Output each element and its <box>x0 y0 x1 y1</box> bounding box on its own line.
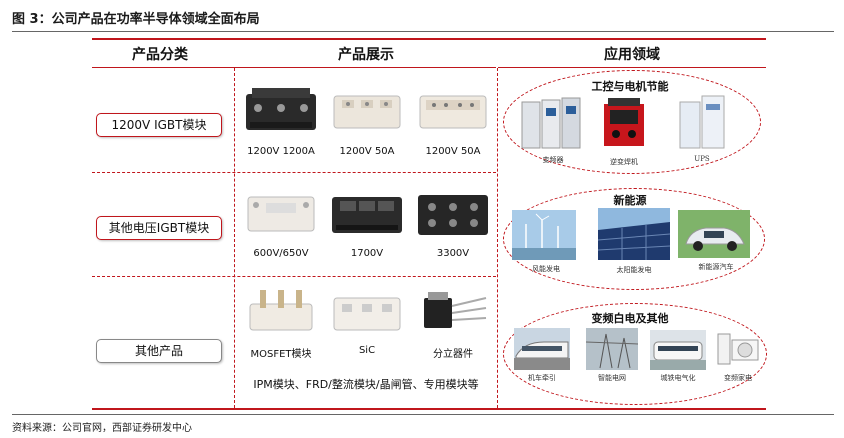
category-1200v-igbt: 1200V IGBT模块 <box>96 113 222 137</box>
application-title: 新能源 <box>613 194 647 207</box>
application-label: UPS <box>694 155 710 163</box>
header-divider-right <box>498 67 766 68</box>
table-top-border <box>92 38 766 40</box>
product-label: 1200V 50A <box>425 146 481 157</box>
top-rule <box>12 31 834 32</box>
mosfet-module-image <box>249 290 313 331</box>
row-divider <box>92 276 496 277</box>
footer-rule <box>12 414 834 415</box>
igbt-module-white-image <box>419 95 487 129</box>
metro-image <box>650 330 706 370</box>
product-label: SiC <box>358 345 376 356</box>
igbt-module-dark-image <box>418 195 488 235</box>
inverter-image <box>521 97 581 149</box>
application-group-appliances <box>503 303 767 405</box>
product-label: 3300V <box>436 248 470 259</box>
figure-title: 图 3：公司产品在功率半导体领域全面布局 <box>12 12 260 27</box>
product-label: 600V/650V <box>253 248 309 259</box>
application-label: 风能发电 <box>532 265 560 273</box>
application-label: 逆变焊机 <box>610 158 638 166</box>
column-divider <box>234 68 235 408</box>
application-group-new-energy <box>503 188 765 290</box>
wind-power-image <box>512 210 576 260</box>
igbt-module-dark-image <box>246 88 316 130</box>
source-note: 资料来源：公司官网，西部证券研发中心 <box>12 423 192 434</box>
igbt-module-white-image <box>333 95 401 129</box>
header-category: 产品分类 <box>132 47 188 63</box>
category-other-products: 其他产品 <box>96 339 222 363</box>
product-label: 1200V 1200A <box>247 146 315 157</box>
header-divider <box>92 67 496 68</box>
row-divider <box>92 172 496 173</box>
product-label: 1700V <box>350 248 384 259</box>
table-bottom-border <box>92 408 766 410</box>
welding-machine-image <box>604 98 644 146</box>
category-other-voltage-igbt: 其他电压IGBT模块 <box>96 216 222 240</box>
ups-image <box>679 95 725 149</box>
header-applications: 应用领域 <box>604 47 660 63</box>
application-title: 变频白电及其他 <box>591 312 669 325</box>
application-label: 机车牵引 <box>528 374 556 382</box>
application-label: 太阳能发电 <box>616 266 652 274</box>
application-label: 变频家电 <box>724 374 752 382</box>
igbt-module-white-image <box>247 196 315 232</box>
application-group-industrial <box>503 70 761 174</box>
product-label: MOSFET模块 <box>250 349 312 360</box>
product-label: 分立器件 <box>433 349 473 360</box>
solar-power-image <box>598 208 670 260</box>
discrete-device-image <box>424 292 487 328</box>
application-label: 智能电网 <box>598 374 626 382</box>
product-label: 1200V 50A <box>339 146 395 157</box>
ev-car-image <box>678 210 750 258</box>
sic-module-image <box>333 297 401 331</box>
application-label: 城铁电气化 <box>660 374 696 382</box>
application-title: 工控与电机节能 <box>591 80 669 93</box>
application-label: 变频器 <box>542 156 564 164</box>
smart-grid-image <box>586 328 638 370</box>
home-appliance-image <box>717 333 759 365</box>
header-products: 产品展示 <box>338 47 394 63</box>
column-divider <box>497 68 498 408</box>
application-label: 新能源汽车 <box>698 263 734 271</box>
other-products-text: IPM模块、FRD/整流模块/晶闸管、专用模块等 <box>253 378 479 391</box>
igbt-module-dark-image <box>332 197 402 233</box>
train-image <box>514 328 570 370</box>
